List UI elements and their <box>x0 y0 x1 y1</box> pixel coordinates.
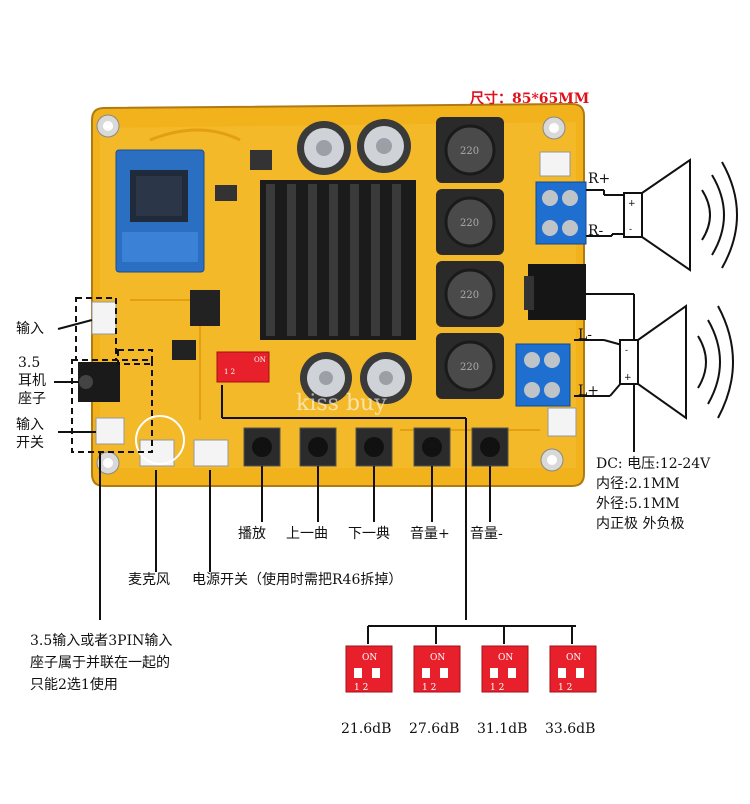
mounting-hole <box>540 448 564 472</box>
gain-dip-switches: ON 1 2 ON 1 2 ON 1 2 ON 1 2 <box>345 645 597 693</box>
speaker-minus: - <box>629 225 632 235</box>
label-l-minus: L- <box>578 327 593 343</box>
speaker-plus: + <box>624 373 632 383</box>
inductor-marking: 220 <box>460 218 479 229</box>
label-r-minus: R- <box>588 223 604 239</box>
label-power-switch: 电源开关（使用时需把R46拆掉） <box>192 572 403 588</box>
ic-chip <box>172 340 196 360</box>
push-button <box>413 427 451 467</box>
heatsink-fin <box>287 184 296 336</box>
heatsink-fin <box>308 184 317 336</box>
heatsink <box>260 180 416 340</box>
heatsink-fin <box>266 184 275 336</box>
label-r-plus: R+ <box>588 171 611 187</box>
inductor: 220 <box>436 117 504 183</box>
speaker-right: + - <box>623 158 738 272</box>
inductor-marking: 220 <box>460 290 479 301</box>
push-buttons <box>243 427 509 467</box>
label-btn-vol-up: 音量+ <box>410 526 450 542</box>
ic-chip <box>215 185 237 201</box>
label-input: 输入 <box>16 321 44 337</box>
push-button <box>355 427 393 467</box>
label-jack: 3.5 耳机 座子 <box>18 355 46 407</box>
label-btn-play: 播放 <box>238 526 266 542</box>
ic-chip <box>250 150 272 170</box>
jack-dashed-box-top <box>117 349 153 365</box>
speaker-minus: - <box>625 346 628 356</box>
label-note-35: 3.5输入或者3PIN输入 座子属于并联在一起的 只能2选1使用 <box>30 633 173 693</box>
gain-dip-switch: ON 1 2 <box>481 645 529 693</box>
mic-ring <box>135 415 185 465</box>
gain-dip-on: ON <box>430 653 445 663</box>
gain-dip-on: ON <box>498 653 513 663</box>
board-dip-nums: 1 2 <box>224 368 235 376</box>
capacitor <box>297 121 351 175</box>
label-btn-prev: 上一曲 <box>286 526 328 542</box>
board-dip-on: ON <box>254 356 266 364</box>
capacitor <box>360 352 412 404</box>
speaker-plus: + <box>628 199 636 209</box>
speaker-left: - + <box>619 304 734 420</box>
mounting-hole <box>542 116 566 140</box>
heatsink-fin <box>350 184 359 336</box>
power-switch-connector <box>193 439 229 467</box>
push-button <box>471 427 509 467</box>
input-connector <box>91 301 117 335</box>
bluetooth-module <box>115 149 205 273</box>
label-l-plus: L+ <box>578 383 600 399</box>
gain-dip-on: ON <box>362 653 377 663</box>
inductor-marking: 220 <box>460 362 479 373</box>
dc-jack <box>524 264 586 320</box>
regulator-chip <box>190 290 220 326</box>
heatsink-fin <box>392 184 401 336</box>
inductors: 220 220 220 220 <box>436 117 504 399</box>
gain-dip-switch: ON 1 2 <box>413 645 461 693</box>
gain-label: 21.6dB <box>341 721 392 737</box>
heatsink-fin <box>371 184 380 336</box>
inductor-marking: 220 <box>460 146 479 157</box>
gain-dip-nums: 1 2 <box>422 683 436 693</box>
gain-label: 33.6dB <box>545 721 596 737</box>
l-connector <box>547 407 577 437</box>
gain-dip-on: ON <box>566 653 581 663</box>
push-button <box>243 427 281 467</box>
capacitor <box>300 352 352 404</box>
gain-label: 27.6dB <box>409 721 460 737</box>
label-btn-vol-down: 音量- <box>470 526 503 542</box>
terminal-right <box>535 181 587 245</box>
inductor: 220 <box>436 189 504 255</box>
inductor: 220 <box>436 261 504 327</box>
mounting-hole <box>96 114 120 138</box>
label-input-switch: 输入 开关 <box>16 417 44 451</box>
capacitor <box>357 119 411 173</box>
watermark: kiss buy <box>296 391 387 416</box>
terminal-left <box>515 343 571 407</box>
gain-dip-nums: 1 2 <box>354 683 368 693</box>
r-connector <box>539 151 571 177</box>
gain-label: 31.1dB <box>477 721 528 737</box>
push-button <box>299 427 337 467</box>
heatsink-fin <box>329 184 338 336</box>
gain-dip-switch: ON 1 2 <box>345 645 393 693</box>
gain-dip-switch: ON 1 2 <box>549 645 597 693</box>
switch-connector <box>95 417 125 445</box>
inductor: 220 <box>436 333 504 399</box>
audio-jack <box>78 362 120 402</box>
size-note: 尺寸：85*65MM <box>470 91 590 107</box>
label-dc-spec: DC: 电压:12-24V 内径:2.1MM 外径:5.1MM 内正极 外负极 <box>596 456 711 532</box>
label-btn-next: 下一典 <box>348 526 390 542</box>
board-dip-switch: ON 1 2 <box>216 351 270 383</box>
jack-dashed-box <box>71 359 153 453</box>
gain-dip-nums: 1 2 <box>490 683 504 693</box>
label-mic: 麦克风 <box>128 572 170 588</box>
gain-dip-nums: 1 2 <box>558 683 572 693</box>
